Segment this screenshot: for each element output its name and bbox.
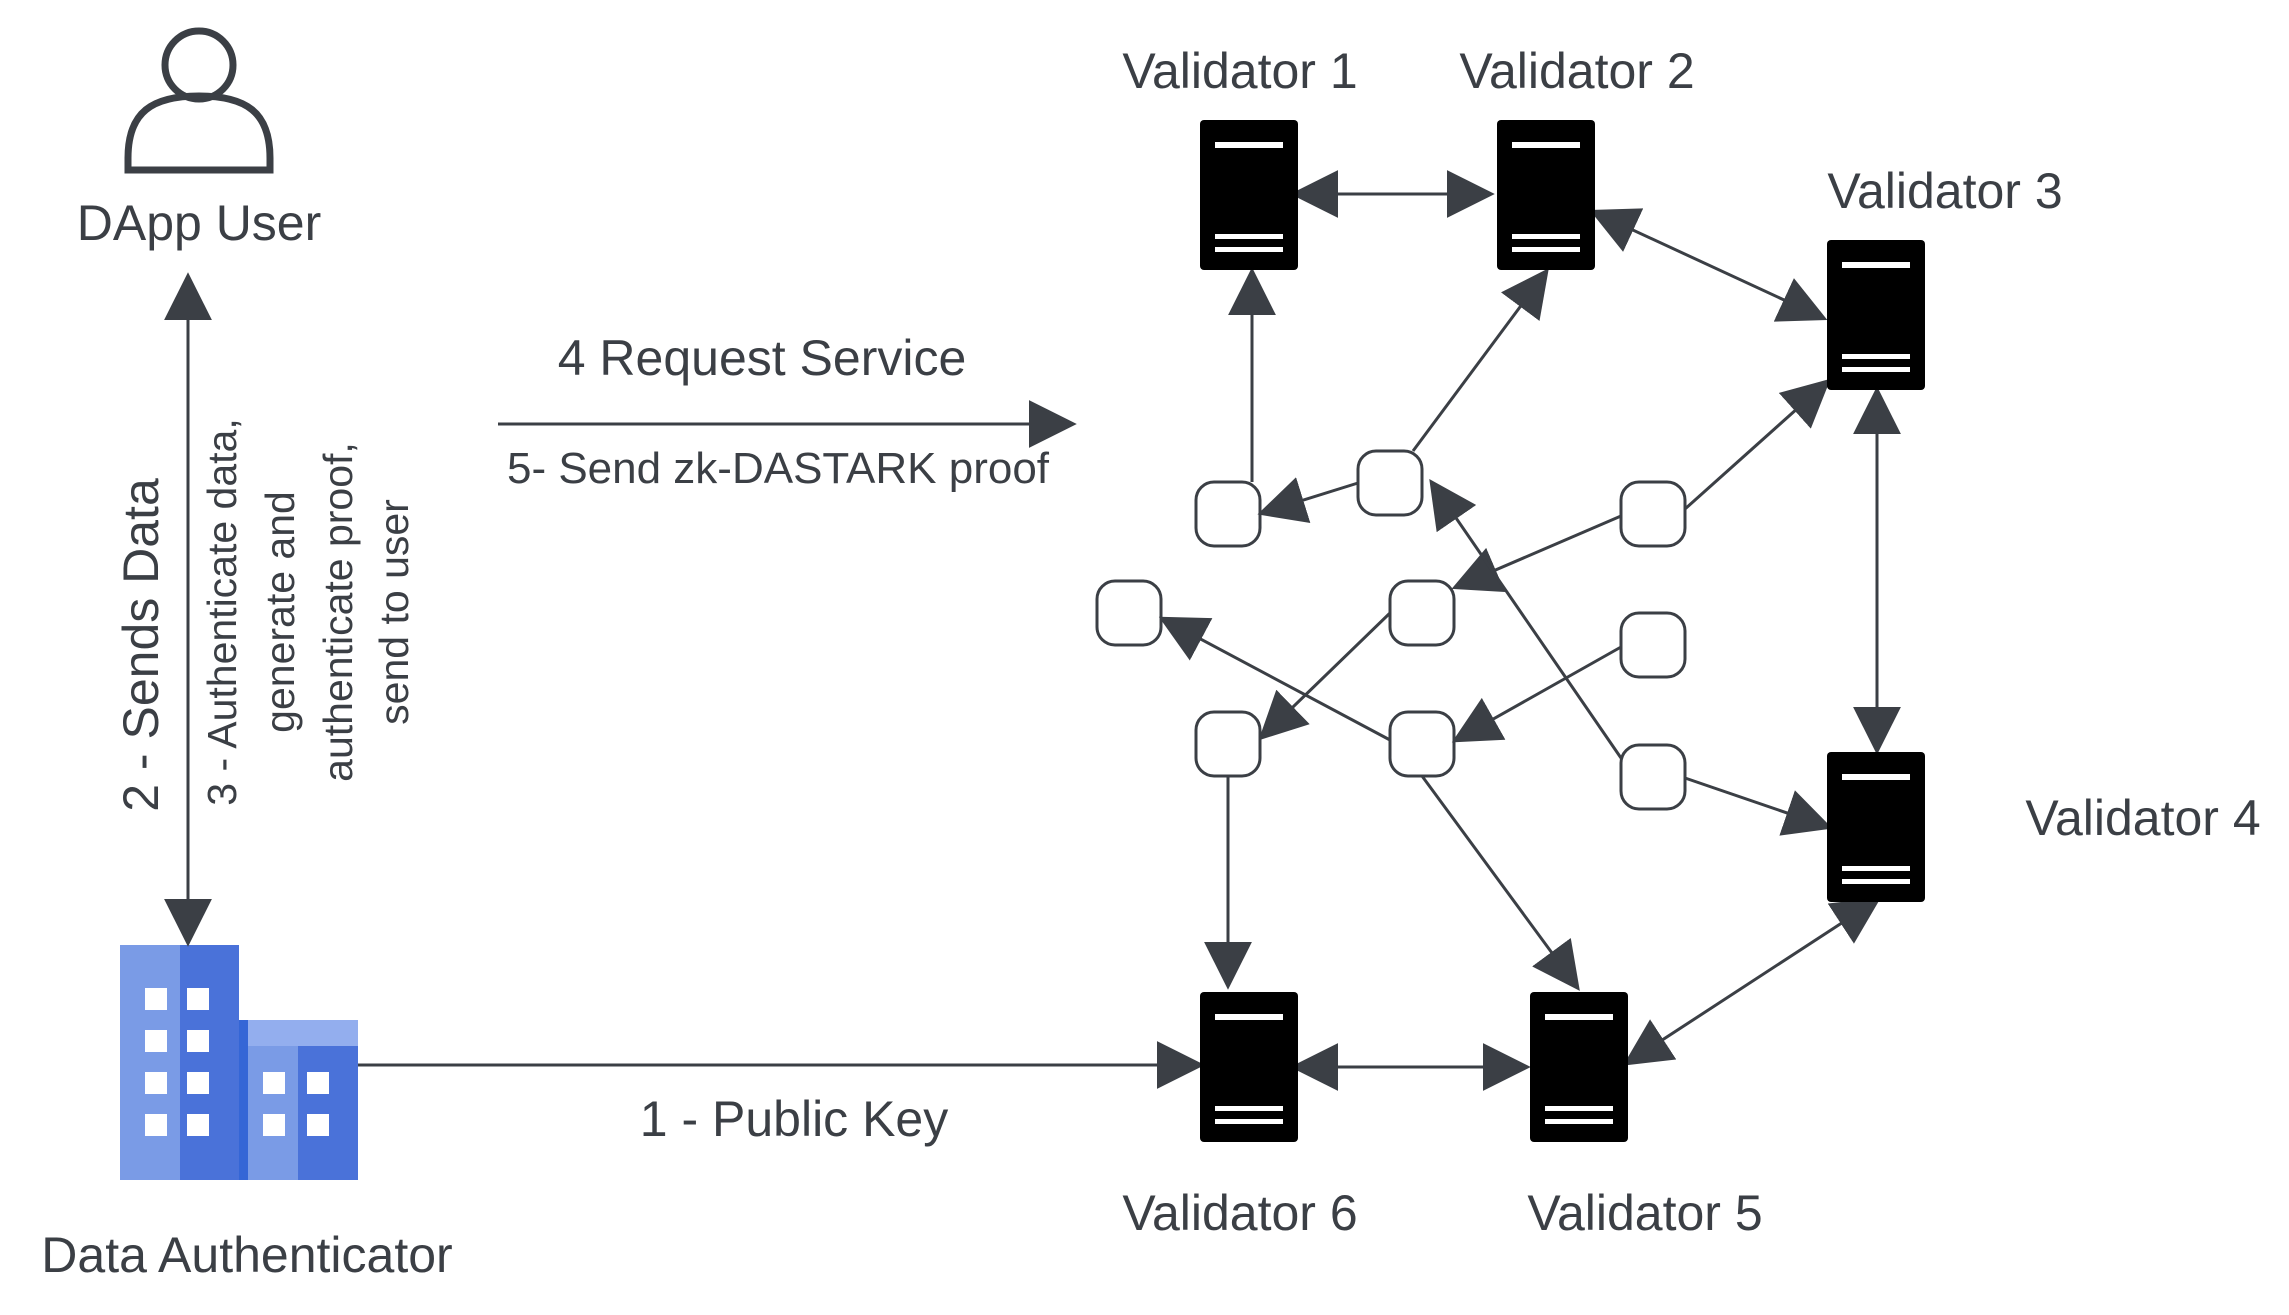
relay-link: [1158, 616, 1391, 742]
relay-link: [1258, 611, 1392, 741]
relay-node: [1619, 480, 1687, 548]
server-icon: [1497, 120, 1595, 270]
link-v2-v3: [1589, 208, 1828, 322]
validator-6: Validator 6: [1122, 992, 1358, 1241]
step-3-line-3: authenticate proof,: [315, 442, 361, 782]
server-icon: [1200, 992, 1298, 1142]
data-authenticator: Data Authenticator: [41, 945, 453, 1283]
validator-5-label: Validator 5: [1527, 1185, 1762, 1241]
step-4-label: 4 Request Service: [558, 330, 967, 386]
validator-links: [1290, 170, 1901, 1091]
relay-links: [1158, 267, 1833, 991]
relay-link: [1420, 775, 1580, 991]
validator-3-label: Validator 3: [1827, 163, 2062, 219]
relay-node: [1356, 449, 1424, 517]
relay-link: [1411, 268, 1549, 452]
validator-1: Validator 1: [1122, 43, 1358, 270]
relay-link: [1684, 378, 1831, 511]
server-icon: [1827, 240, 1925, 390]
server-icon: [1530, 992, 1628, 1142]
server-icon: [1200, 120, 1298, 270]
step-3-line-1: 3 - Authenticate data,: [199, 418, 245, 806]
relay-node: [1194, 710, 1262, 778]
relay-link: [1684, 776, 1833, 836]
dapp-user-label: DApp User: [77, 195, 322, 251]
validator-6-label: Validator 6: [1122, 1185, 1357, 1241]
building-icon: [120, 945, 358, 1180]
server-icon: [1827, 752, 1925, 902]
person-icon: [124, 27, 274, 174]
step-5-label: 5- Send zk-DASTARK proof: [507, 444, 1050, 493]
relay-link: [1257, 477, 1359, 524]
validator-4: Validator 4: [1827, 752, 2261, 902]
relay-node: [1095, 579, 1163, 647]
step-1-label: 1 - Public Key: [640, 1091, 948, 1147]
step-3-label: 3 - Authenticate data, generate and auth…: [199, 418, 417, 806]
step-3-line-4: send to user: [371, 499, 417, 725]
relay-node: [1619, 743, 1687, 811]
relay-link: [1451, 514, 1622, 592]
validator-2: Validator 2: [1459, 43, 1695, 270]
relay-nodes: [1095, 449, 1687, 811]
relay-link: [1451, 645, 1622, 743]
step-2-label: 2 - Sends Data: [113, 478, 169, 812]
validator-3: Validator 3: [1827, 163, 2063, 390]
validator-2-label: Validator 2: [1459, 43, 1694, 99]
relay-node: [1619, 611, 1687, 679]
relay-node: [1194, 480, 1262, 548]
link-v4-v5: [1622, 897, 1882, 1066]
step-3-line-2: generate and: [257, 491, 303, 733]
validator-5: Validator 5: [1527, 992, 1763, 1241]
data-authenticator-label: Data Authenticator: [41, 1227, 452, 1283]
relay-node: [1388, 579, 1456, 647]
relay-node: [1388, 710, 1456, 778]
dapp-user: DApp User: [77, 27, 322, 251]
validator-4-label: Validator 4: [2025, 790, 2260, 846]
relay-link: [1429, 479, 1623, 759]
validator-1-label: Validator 1: [1122, 43, 1357, 99]
